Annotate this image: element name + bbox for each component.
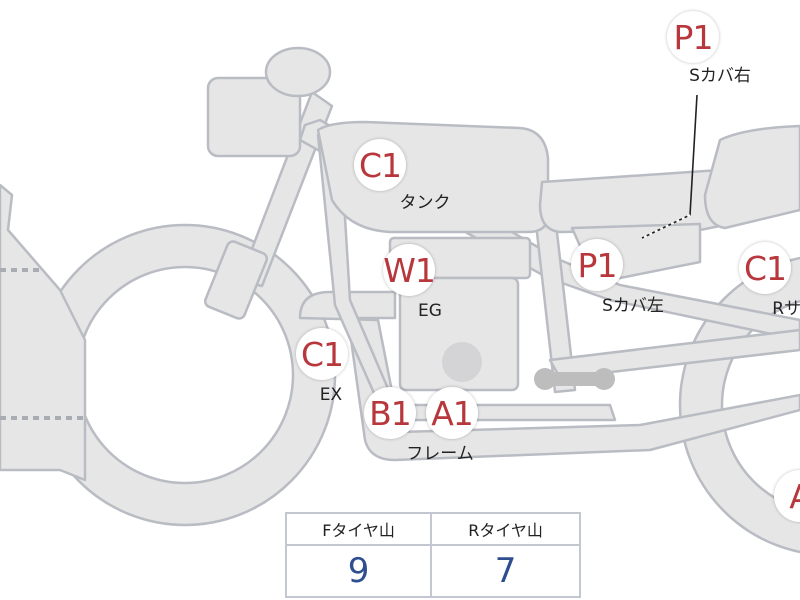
tire-tread-table: Fタイヤ山 Rタイヤ山 9 7 bbox=[284, 512, 581, 598]
saddlebag bbox=[0, 183, 87, 482]
badge-exhaust: C1 bbox=[296, 328, 348, 380]
engine-cover bbox=[442, 342, 482, 382]
label-rear-suspension: Rサス bbox=[772, 299, 800, 319]
fork-lower bbox=[203, 240, 269, 320]
badge-side-cover-left: P1 bbox=[571, 239, 623, 291]
leader-line-dashed bbox=[641, 214, 691, 239]
fuel-tank bbox=[316, 120, 550, 234]
label-tank: タンク bbox=[399, 193, 451, 213]
rear-tire-value: 7 bbox=[430, 544, 581, 598]
label-frame: フレーム bbox=[406, 444, 474, 464]
mirror bbox=[264, 46, 332, 98]
label-side-cover-left: Sカバ左 bbox=[602, 296, 664, 316]
badge-side-cover-right: P1 bbox=[667, 11, 719, 63]
badge-engine: W1 bbox=[383, 244, 436, 296]
rear-fender bbox=[703, 124, 800, 230]
front-tire-value: 9 bbox=[284, 544, 433, 598]
headlight bbox=[206, 76, 302, 158]
label-exhaust: EX bbox=[319, 385, 343, 405]
badge-frame-a: A1 bbox=[426, 387, 478, 439]
footpeg-knob-left bbox=[534, 368, 556, 390]
badge-tank: C1 bbox=[354, 139, 406, 191]
badge-frame-b: B1 bbox=[364, 387, 416, 439]
front-tire-header: Fタイヤ山 bbox=[284, 512, 433, 546]
front-wheel-rim bbox=[75, 265, 295, 485]
footpeg-knob-right bbox=[593, 368, 615, 390]
label-engine: EG bbox=[418, 301, 442, 321]
rear-tire-header: Rタイヤ山 bbox=[430, 512, 581, 546]
badge-rear-suspension: C1 bbox=[739, 242, 791, 294]
label-side-cover-right: Sカバ右 bbox=[689, 66, 751, 86]
